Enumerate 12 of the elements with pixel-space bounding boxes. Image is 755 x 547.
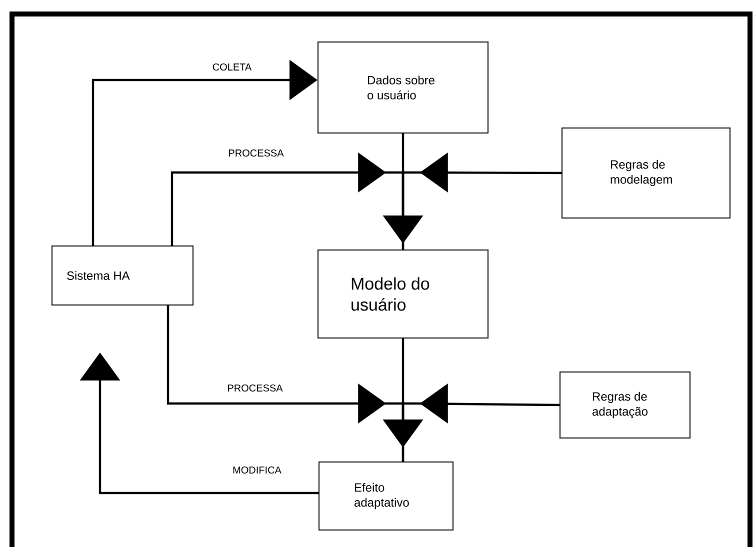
box: Modelo do usuário [318,250,488,338]
box: Regras de modelagem [562,128,730,218]
edge-label: COLETA [211,62,253,72]
box: Sistema HA [52,246,194,306]
edge-label: PROCESSA [227,148,285,158]
edge-label: PROCESSA [226,383,284,393]
box: Regras de adaptação [560,372,690,438]
arrow [402,384,560,462]
box: Dados sobre o usuário [318,42,488,134]
arrow [402,152,562,250]
box: Efeito adaptativo [318,462,454,530]
edge-label: MODIFICA [232,465,282,475]
